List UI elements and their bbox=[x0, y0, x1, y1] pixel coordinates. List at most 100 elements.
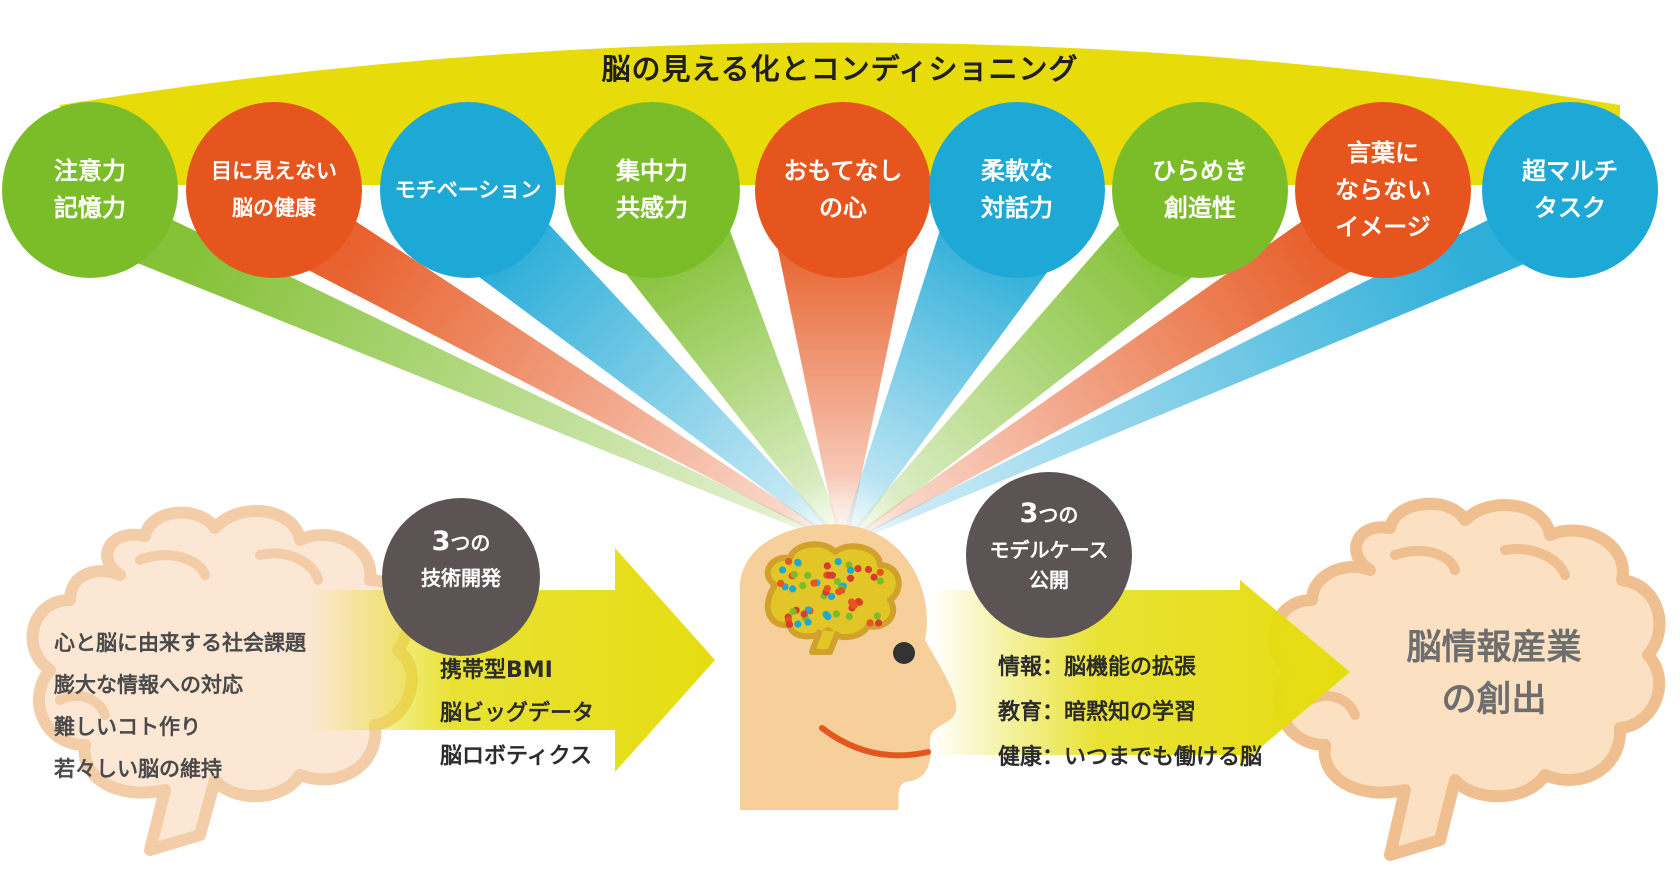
concept-label: おもてなしの心 bbox=[755, 153, 931, 227]
brain-dot bbox=[799, 582, 807, 590]
concept-label-line: モチベーション bbox=[394, 177, 542, 202]
concept-circle bbox=[2, 102, 178, 278]
brain-dot bbox=[876, 577, 884, 585]
beam bbox=[770, 215, 916, 545]
concept-label: 言葉にならないイメージ bbox=[1295, 135, 1471, 246]
result-line-1: 脳情報産業 bbox=[1406, 628, 1582, 668]
model-item: 健康：いつまでも働ける脳 bbox=[998, 745, 1263, 770]
beam bbox=[839, 215, 1643, 545]
concept-label-line: の心 bbox=[819, 194, 867, 222]
brain-dot bbox=[870, 573, 878, 581]
result-text: 脳情報産業 の創出 bbox=[1364, 622, 1624, 726]
concept-label-line: 創造性 bbox=[1164, 194, 1236, 222]
brain-dot bbox=[823, 585, 831, 593]
beam bbox=[579, 215, 847, 545]
concept-label: 超マルチタスク bbox=[1482, 153, 1658, 227]
concept-label-line: 対話力 bbox=[981, 194, 1053, 222]
brain-dot bbox=[847, 566, 855, 574]
concept-label-line: ならない bbox=[1335, 175, 1431, 204]
brain-dot bbox=[825, 571, 834, 579]
brain-dot bbox=[832, 610, 841, 618]
concept-circle bbox=[1482, 102, 1658, 278]
models-list: 情報：脳機能の拡張 教育：暗黙知の学習 健康：いつまでも働ける脳 bbox=[998, 645, 1262, 780]
beam bbox=[201, 215, 848, 545]
brain-dot bbox=[810, 579, 818, 587]
brain-dot bbox=[804, 571, 812, 580]
circles-group bbox=[2, 102, 1658, 278]
brain-dot bbox=[794, 558, 802, 567]
badge-tech-number: 3 bbox=[431, 526, 451, 557]
beam bbox=[839, 215, 1090, 545]
head-eye bbox=[893, 642, 915, 664]
result-line-2: の創出 bbox=[1441, 680, 1547, 720]
model-item: 情報：脳機能の拡張 bbox=[998, 655, 1197, 680]
concept-label-line: 脳の健康 bbox=[232, 196, 316, 220]
tech-item: 携帯型BMI bbox=[440, 658, 553, 683]
beam bbox=[839, 215, 1456, 545]
brain-dot bbox=[846, 574, 855, 582]
badge-tech-line: 技術開発 bbox=[421, 566, 501, 590]
concept-label-line: イメージ bbox=[1335, 212, 1431, 241]
brain-dot bbox=[800, 610, 808, 618]
brain-dot bbox=[833, 577, 842, 586]
challenges-list: 心と脳に由来する社会課題 膨大な情報への対応 難しいコト作り 若々しい脳の維持 bbox=[54, 622, 306, 790]
concept-circle bbox=[755, 102, 931, 278]
badge-tech-suffix: つの bbox=[450, 531, 491, 555]
brain-dot bbox=[823, 562, 831, 570]
techs-list: 携帯型BMI 脳ビッグデータ 脳ロボティクス bbox=[440, 649, 594, 778]
badge-model-line-1: モデルケース bbox=[989, 538, 1109, 562]
brain-dot bbox=[794, 620, 802, 628]
concept-label: 注意力記憶力 bbox=[2, 153, 178, 227]
brain-dot bbox=[777, 579, 785, 588]
concept-circle bbox=[1112, 102, 1288, 278]
brain-dot bbox=[854, 565, 862, 573]
badge-model-number: 3 bbox=[1019, 498, 1039, 529]
brain-dot bbox=[873, 612, 881, 620]
badge-model-suffix: つの bbox=[1038, 503, 1079, 527]
concept-label-line: 超マルチ bbox=[1522, 157, 1618, 185]
head-mouth bbox=[819, 725, 931, 759]
tech-item: 脳ロボティクス bbox=[440, 744, 593, 769]
brain-dot bbox=[845, 612, 853, 621]
concept-label-line: 目に見えない bbox=[211, 159, 337, 183]
model-item: 教育：暗黙知の学習 bbox=[998, 700, 1197, 725]
brain-dot bbox=[834, 558, 842, 566]
concept-label: 柔軟な対話力 bbox=[929, 153, 1105, 227]
tech-item: 脳ビッグデータ bbox=[440, 701, 595, 726]
beam bbox=[17, 215, 847, 545]
concept-circle bbox=[929, 102, 1105, 278]
left-brain-folds bbox=[55, 548, 323, 720]
concept-label-line: 記憶力 bbox=[54, 194, 126, 222]
concept-label-line: 集中力 bbox=[616, 157, 688, 185]
badge-model-line-2: 公開 bbox=[1029, 568, 1069, 592]
badge-model: 3つの モデルケース 公開 bbox=[966, 472, 1132, 638]
concept-label: モチベーション bbox=[380, 172, 556, 209]
brain-dot bbox=[875, 619, 883, 627]
beams-group bbox=[17, 215, 1643, 545]
brain-dot bbox=[827, 592, 836, 601]
concept-circle bbox=[1295, 102, 1471, 278]
concept-label-line: タスク bbox=[1534, 194, 1606, 222]
brain-dot bbox=[864, 565, 873, 574]
brain-dot bbox=[876, 568, 884, 576]
brain-dot bbox=[789, 585, 797, 593]
brain-dot bbox=[866, 619, 874, 627]
concept-label-line: 柔軟な bbox=[981, 157, 1053, 185]
challenge-item: 難しいコト作り bbox=[54, 715, 201, 739]
brain-dot bbox=[785, 557, 793, 566]
brain-dot bbox=[779, 566, 787, 574]
concept-circle bbox=[186, 102, 362, 278]
concept-label: 集中力共感力 bbox=[564, 153, 740, 227]
beam bbox=[839, 215, 1273, 545]
concept-label-line: 注意力 bbox=[54, 157, 126, 185]
concept-label: 目に見えない脳の健康 bbox=[186, 153, 362, 227]
brain-dot bbox=[850, 601, 858, 610]
beam bbox=[395, 215, 847, 545]
challenge-item: 心と脳に由来する社会課題 bbox=[54, 631, 306, 655]
brain-dot bbox=[804, 618, 812, 626]
brain-dot bbox=[790, 571, 798, 579]
concept-label-line: 言葉に bbox=[1347, 138, 1419, 167]
brain-dot bbox=[785, 620, 794, 629]
brain-dot bbox=[789, 608, 797, 616]
